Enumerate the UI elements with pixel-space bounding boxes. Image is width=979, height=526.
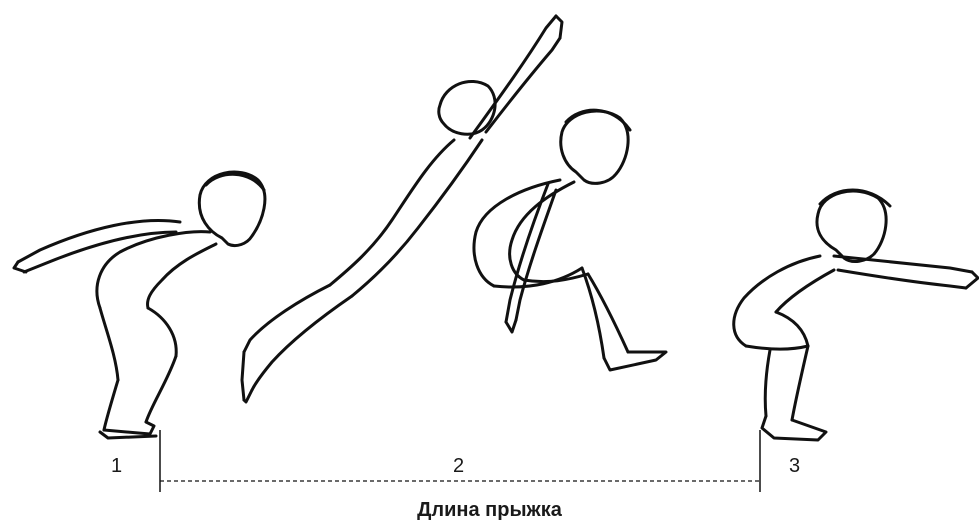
jumper-figure-takeoff-crouch: [14, 172, 265, 438]
jumper-figure-flight-tucked: [474, 110, 666, 370]
phase-number-3: 3: [789, 456, 800, 476]
jumper-figure-landing-crouch: [734, 190, 978, 440]
jump-length-caption: Длина прыжка: [0, 500, 979, 520]
jumper-figure-flight-extended: [242, 16, 562, 402]
phase-number-1: 1: [111, 456, 122, 476]
phase-number-2: 2: [453, 456, 464, 476]
